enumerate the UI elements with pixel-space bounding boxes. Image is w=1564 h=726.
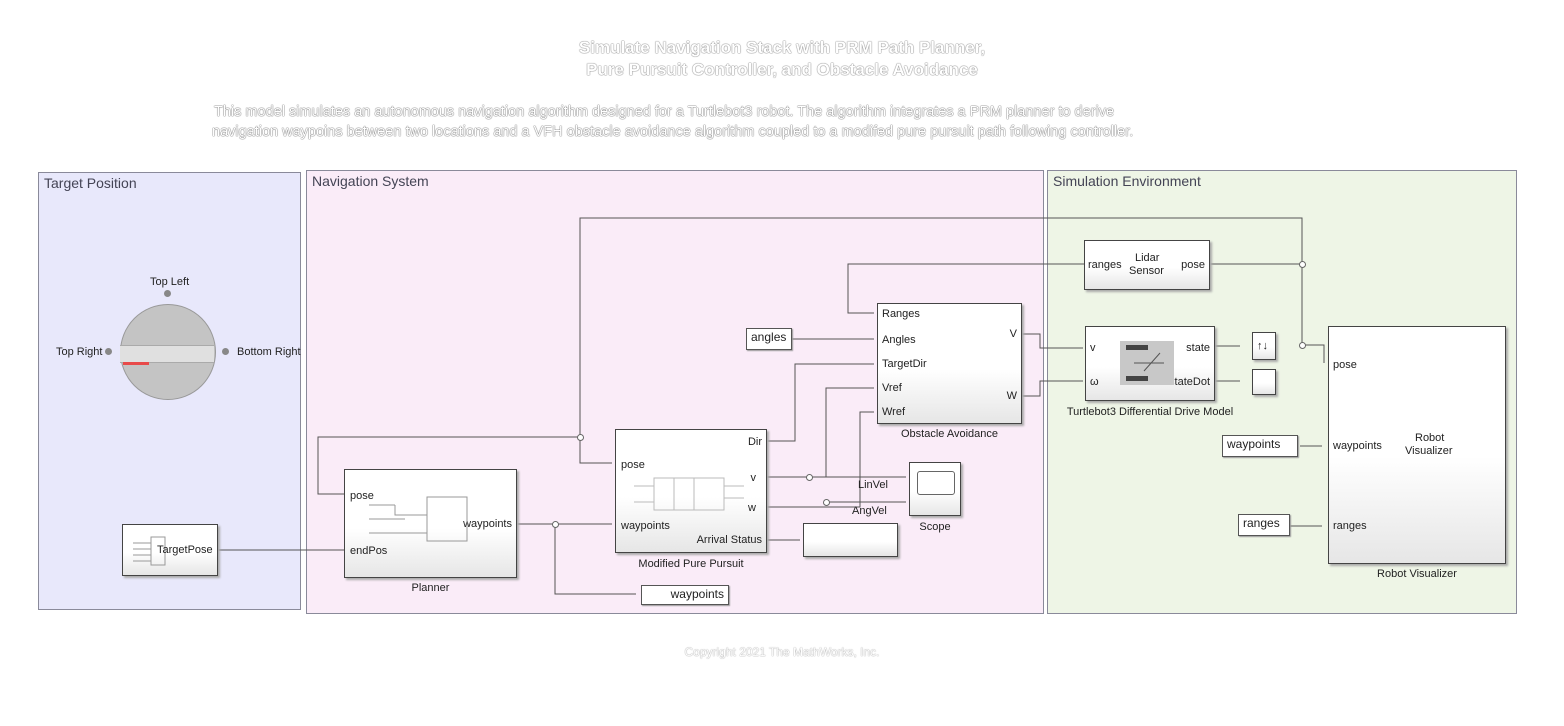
robot-chassis-icon [1120, 341, 1174, 385]
subsystem-icon [369, 496, 468, 542]
pp-out-arrival: Arrival Status [696, 534, 762, 546]
copyright-text: Copyright 2021 The MathWorks, Inc. [684, 645, 880, 659]
scope-angvel-label: AngVel [852, 505, 887, 517]
knob-pointer [120, 345, 214, 363]
obstacle-avoidance-block[interactable]: Ranges Angles TargetDir Vref Wref V W [877, 303, 1022, 424]
diff-drive-block[interactable]: v ω state stateDot [1085, 326, 1215, 401]
pp-in-pose: pose [621, 459, 645, 471]
knob-label-top-right: Top Right [56, 346, 103, 358]
planner-in-endpos: endPos [350, 545, 388, 557]
branch-point [1299, 342, 1306, 349]
planner-out-waypoints: waypoints [463, 518, 512, 530]
dd-in-v: v [1090, 342, 1096, 354]
branch-point [823, 499, 830, 506]
planner-block[interactable]: pose endPos waypoints [344, 469, 517, 578]
branch-point [1299, 261, 1306, 268]
branch-point [552, 521, 559, 528]
knob-position-marker [164, 290, 171, 297]
pure-pursuit-block[interactable]: pose waypoints Dir v w Arrival Status [615, 429, 767, 553]
branch-point [806, 474, 813, 481]
lidar-out-pose: pose [1181, 259, 1205, 271]
waypoints-goto-tag[interactable]: waypoints [641, 585, 729, 605]
transpose-block[interactable]: ↑↓ [1252, 332, 1276, 360]
lidar-name-line2: Sensor [1129, 265, 1164, 277]
target-pose-label: TargetPose [157, 544, 213, 556]
lookup-icon [133, 536, 166, 566]
pp-out-w: w [748, 502, 756, 514]
rv-in-ranges: ranges [1333, 520, 1367, 532]
knob-label-top-left: Top Left [150, 276, 190, 288]
pp-out-dir: Dir [747, 436, 762, 448]
pp-out-v: v [750, 472, 757, 484]
arrival-status-display [803, 523, 898, 557]
rv-in-pose: pose [1333, 359, 1357, 371]
pure-pursuit-name: Modified Pure Pursuit [638, 558, 744, 570]
description-line2: navigation waypoins between two location… [212, 124, 1134, 140]
waypoints-from-tag[interactable]: waypoints [1222, 435, 1298, 457]
oa-out-v: V [1009, 328, 1017, 340]
oa-in-vref: Vref [882, 382, 902, 394]
oa-in-ranges: Ranges [882, 308, 920, 320]
obstacle-avoidance-name: Obstacle Avoidance [900, 428, 999, 440]
area-target-label: Target Position [44, 175, 137, 191]
knob-position-marker [105, 348, 112, 355]
knob-position-marker [222, 348, 229, 355]
angles-constant-block[interactable]: angles [746, 328, 792, 350]
robot-visualizer-block[interactable]: pose waypoints ranges Robot Visualizer [1328, 326, 1506, 564]
area-simulation-label: Simulation Environment [1053, 173, 1201, 189]
target-selector-knob[interactable] [120, 304, 216, 400]
knob-indicator [123, 352, 149, 365]
diagram-title-line2: Pure Pursuit Controller, and Obstacle Av… [586, 60, 978, 79]
dd-out-state: state [1186, 342, 1210, 354]
branch-point [577, 434, 584, 441]
lidar-in-ranges: ranges [1088, 259, 1122, 271]
target-pose-block[interactable]: TargetPose [122, 524, 218, 576]
lidar-name-line1: Lidar [1135, 252, 1160, 264]
subsystem-icon [634, 477, 744, 511]
planner-name: Planner [411, 582, 450, 594]
scope-linvel-label: LinVel [858, 479, 888, 491]
oa-out-w: W [1006, 390, 1017, 402]
scope-block[interactable] [909, 462, 961, 516]
rv-inner-line1: Robot [1415, 432, 1445, 444]
rv-in-waypoints: waypoints [1333, 440, 1382, 452]
oa-in-wref: Wref [882, 406, 906, 418]
oa-in-targetdir: TargetDir [882, 358, 927, 370]
robot-visualizer-name: Robot Visualizer [1377, 568, 1457, 580]
dd-out-statedot: stateDot [1169, 376, 1210, 388]
scope-screen-icon [917, 471, 955, 495]
knob-label-bottom-right: Bottom Right [237, 346, 301, 358]
pp-in-waypoints: waypoints [621, 520, 670, 532]
diff-drive-name: Turtlebot3 Differential Drive Model [1066, 406, 1234, 418]
terminator-block[interactable] [1252, 369, 1276, 395]
scope-name: Scope [919, 521, 951, 533]
lidar-sensor-block[interactable]: ranges Lidar Sensor pose [1084, 240, 1210, 290]
description-line1: This model simulates an autonomous navig… [214, 104, 1115, 120]
planner-in-pose: pose [350, 490, 374, 502]
area-navigation-label: Navigation System [312, 173, 429, 189]
diagram-title-line1: Simulate Navigation Stack with PRM Path … [578, 38, 986, 57]
dd-in-w: ω [1090, 376, 1099, 388]
rv-inner-line2: Visualizer [1405, 445, 1453, 457]
transpose-label: ↑↓ [1257, 340, 1268, 352]
oa-in-angles: Angles [882, 334, 916, 346]
ranges-from-tag[interactable]: ranges [1238, 514, 1290, 536]
